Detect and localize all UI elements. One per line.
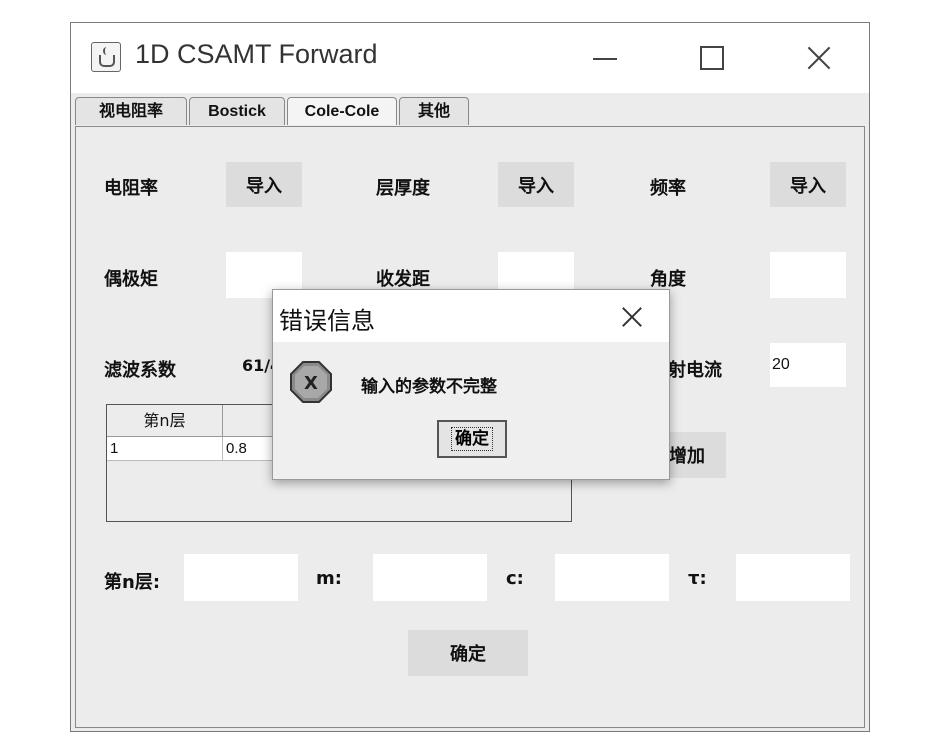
import-frequency-button[interactable]: 导入 (770, 162, 846, 207)
filter-label: 滤波系数 (104, 360, 176, 381)
confirm-button[interactable]: 确定 (408, 630, 528, 676)
c-label: c: (506, 568, 524, 589)
m-label: m: (316, 568, 342, 589)
tab-cole-cole[interactable]: Cole-Cole (287, 97, 397, 125)
dipole-label: 偶极矩 (104, 269, 158, 290)
thickness-label: 层厚度 (376, 178, 430, 199)
import-thickness-button[interactable]: 导入 (498, 162, 574, 207)
current-input[interactable]: 20 (770, 343, 846, 387)
angle-label: 角度 (650, 269, 686, 290)
offset-label: 收发距 (376, 269, 430, 290)
dialog-ok-label: 确定 (451, 427, 493, 451)
layer-n-input[interactable] (184, 554, 298, 601)
table-cell[interactable]: 1 (107, 437, 223, 461)
close-button[interactable] (797, 37, 841, 77)
title-bar[interactable]: 1D CSAMT Forward (71, 23, 869, 93)
error-dialog: 错误信息 X 输入的参数不完整 确定 (272, 289, 670, 480)
tab-apparent-resistivity[interactable]: 视电阻率 (75, 97, 187, 125)
dialog-message: 输入的参数不完整 (361, 377, 497, 397)
dialog-title: 错误信息 (279, 307, 375, 335)
c-input[interactable] (555, 554, 669, 601)
tau-input[interactable] (736, 554, 850, 601)
angle-input[interactable] (770, 252, 846, 298)
resistivity-label: 电阻率 (104, 178, 158, 199)
svg-text:X: X (304, 373, 318, 394)
import-resistivity-button[interactable]: 导入 (226, 162, 302, 207)
window-title: 1D CSAMT Forward (135, 39, 378, 69)
layer-n-label: 第n层: (104, 572, 161, 593)
dialog-close-button[interactable] (617, 302, 647, 332)
frequency-label: 频率 (650, 178, 686, 199)
dialog-title-bar[interactable]: 错误信息 (273, 290, 669, 342)
m-input[interactable] (373, 554, 487, 601)
tab-bostick[interactable]: Bostick (189, 97, 285, 125)
maximize-button[interactable] (689, 37, 733, 77)
filter-value: 61/4 (242, 356, 282, 375)
minimize-button[interactable] (583, 37, 627, 77)
java-cup-icon (91, 42, 121, 72)
dialog-ok-button[interactable]: 确定 (437, 420, 507, 458)
tab-other[interactable]: 其他 (399, 97, 469, 125)
table-header-layer: 第n层 (107, 405, 223, 437)
current-label: 射电流 (668, 360, 722, 381)
error-icon: X (290, 361, 332, 403)
tau-label: τ: (688, 568, 707, 589)
